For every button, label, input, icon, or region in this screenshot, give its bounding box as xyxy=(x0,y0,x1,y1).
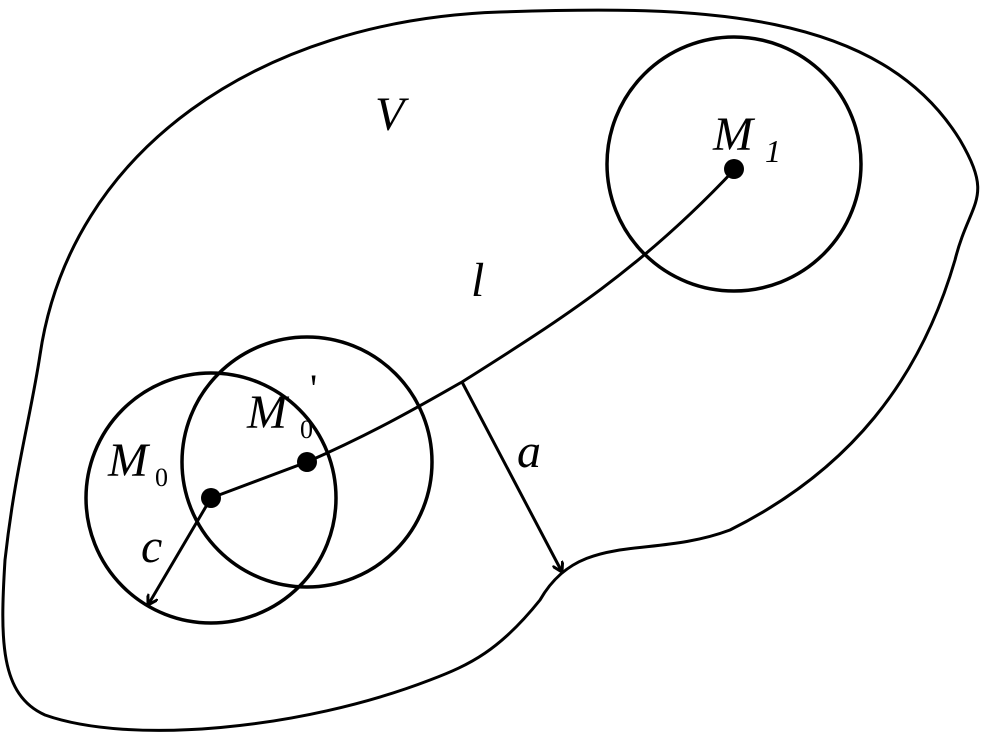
label-m1: M xyxy=(712,108,756,161)
circle-m0-prime xyxy=(180,335,434,589)
label-curve-l: l xyxy=(471,254,484,307)
label-radius-c: c xyxy=(141,520,162,573)
label-m0-prime-mark: ' xyxy=(310,366,317,411)
region-boundary xyxy=(1,8,980,732)
point-m0-prime xyxy=(297,452,317,472)
label-distance-a: a xyxy=(517,425,541,478)
label-m1-subscript: 1 xyxy=(765,133,781,169)
circle-m1 xyxy=(605,35,863,293)
circle-m0 xyxy=(84,371,338,625)
point-m1 xyxy=(724,159,744,179)
point-m0 xyxy=(201,488,221,508)
curve-l xyxy=(210,168,736,500)
label-m0-prime-subscript: 0 xyxy=(300,415,313,444)
label-m0-prime: M xyxy=(246,386,290,439)
arrow-a xyxy=(460,381,562,572)
label-m0-subscript: 0 xyxy=(155,463,168,492)
label-m0: M xyxy=(107,434,151,487)
arrow-c xyxy=(148,497,213,605)
label-region-v: V xyxy=(375,88,409,141)
